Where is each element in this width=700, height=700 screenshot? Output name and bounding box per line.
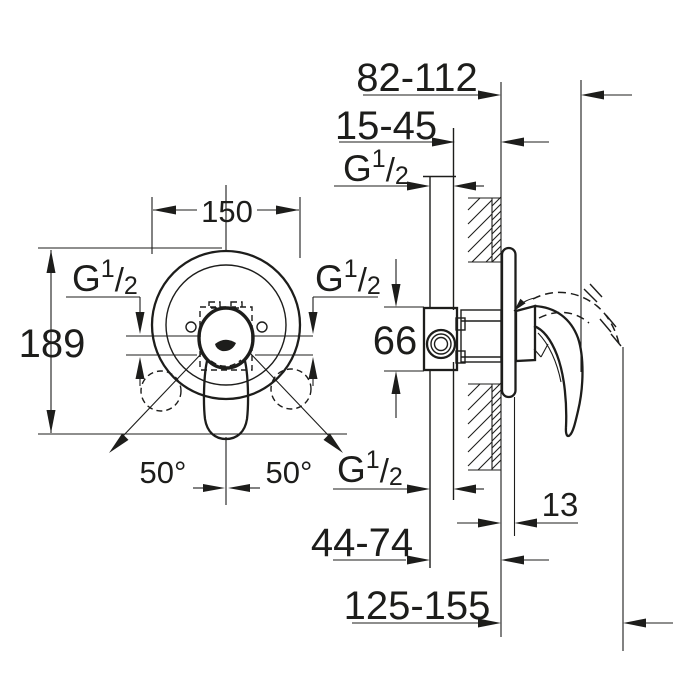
hub-mark <box>215 339 236 352</box>
dim-escutcheon-thickness-label: 13 <box>542 486 579 523</box>
dim-pipe-recess: 15-45 <box>335 104 549 148</box>
dim-connection-height: 66 <box>373 259 424 418</box>
dim-wall-to-handle-label: 82-112 <box>356 56 478 100</box>
dim-angle-left-label: 50° <box>140 455 187 490</box>
handle-lever-raised-dashed <box>513 283 622 347</box>
dim-escutcheon-thickness: 13 <box>457 486 578 528</box>
handle-position-left-dashed <box>140 370 182 412</box>
wall-section-lower <box>467 382 502 471</box>
clip-top <box>455 317 466 331</box>
handle-hub <box>197 306 255 370</box>
side-view <box>422 80 624 651</box>
dim-pipe-thread-bottom: G1/2 <box>333 446 484 494</box>
wall-section-upper <box>467 196 502 263</box>
port-lines <box>126 335 313 356</box>
dim-plate-diameter-label: 150 <box>201 194 253 229</box>
hub-dashed-arc <box>210 359 242 367</box>
dim-handle-projection: 125-155 <box>344 584 673 628</box>
angle-center-arrows <box>193 484 260 492</box>
escutcheon-outer-circle <box>150 249 302 401</box>
screw-left <box>185 321 197 333</box>
dim-total-height-label: 189 <box>19 322 86 366</box>
dim-handle-projection-label: 125-155 <box>344 584 491 628</box>
dim-total-height: 189 <box>19 247 347 435</box>
clip-bottom <box>455 350 466 364</box>
dim-plate-diameter: 150 <box>151 194 301 258</box>
valve-body <box>422 306 502 372</box>
handle-lever-side <box>514 304 584 438</box>
handle-position-right-dashed <box>270 368 312 410</box>
inlet-label-front-left: G1/2 <box>72 255 138 300</box>
cartridge-housing <box>460 309 502 363</box>
dim-wall-to-handle: 82-112 <box>356 56 632 100</box>
pipe-thread-label-bottom: G1/2 <box>337 446 403 491</box>
supply-pipe <box>423 128 456 568</box>
pipe-thread-label-top: G1/2 <box>343 145 409 190</box>
front-view <box>109 185 343 505</box>
escutcheon-side <box>500 246 517 399</box>
dim-inlet-front-left: G1/2 <box>66 255 145 386</box>
dim-connection-height-label: 66 <box>373 319 418 363</box>
screw-right <box>256 321 268 333</box>
dim-pipe-thread-top: G1/2 <box>334 145 484 191</box>
dim-angle-right-label: 50° <box>266 455 313 490</box>
dim-pipe-recess-label: 15-45 <box>335 104 437 148</box>
dim-body-recess: 44-74 <box>311 521 549 565</box>
wall-hatch-upper <box>467 196 502 263</box>
inlet-label-front-right: G1/2 <box>315 255 381 300</box>
escutcheon-inner-circle <box>165 264 287 386</box>
dim-inlet-front-right: G1/2 <box>308 255 381 386</box>
wall-hatch-lower <box>467 382 502 471</box>
swing-angle-lines <box>109 352 343 453</box>
dim-body-recess-label: 44-74 <box>311 521 413 565</box>
dim-swing-angles: 50° 50° <box>140 455 313 490</box>
